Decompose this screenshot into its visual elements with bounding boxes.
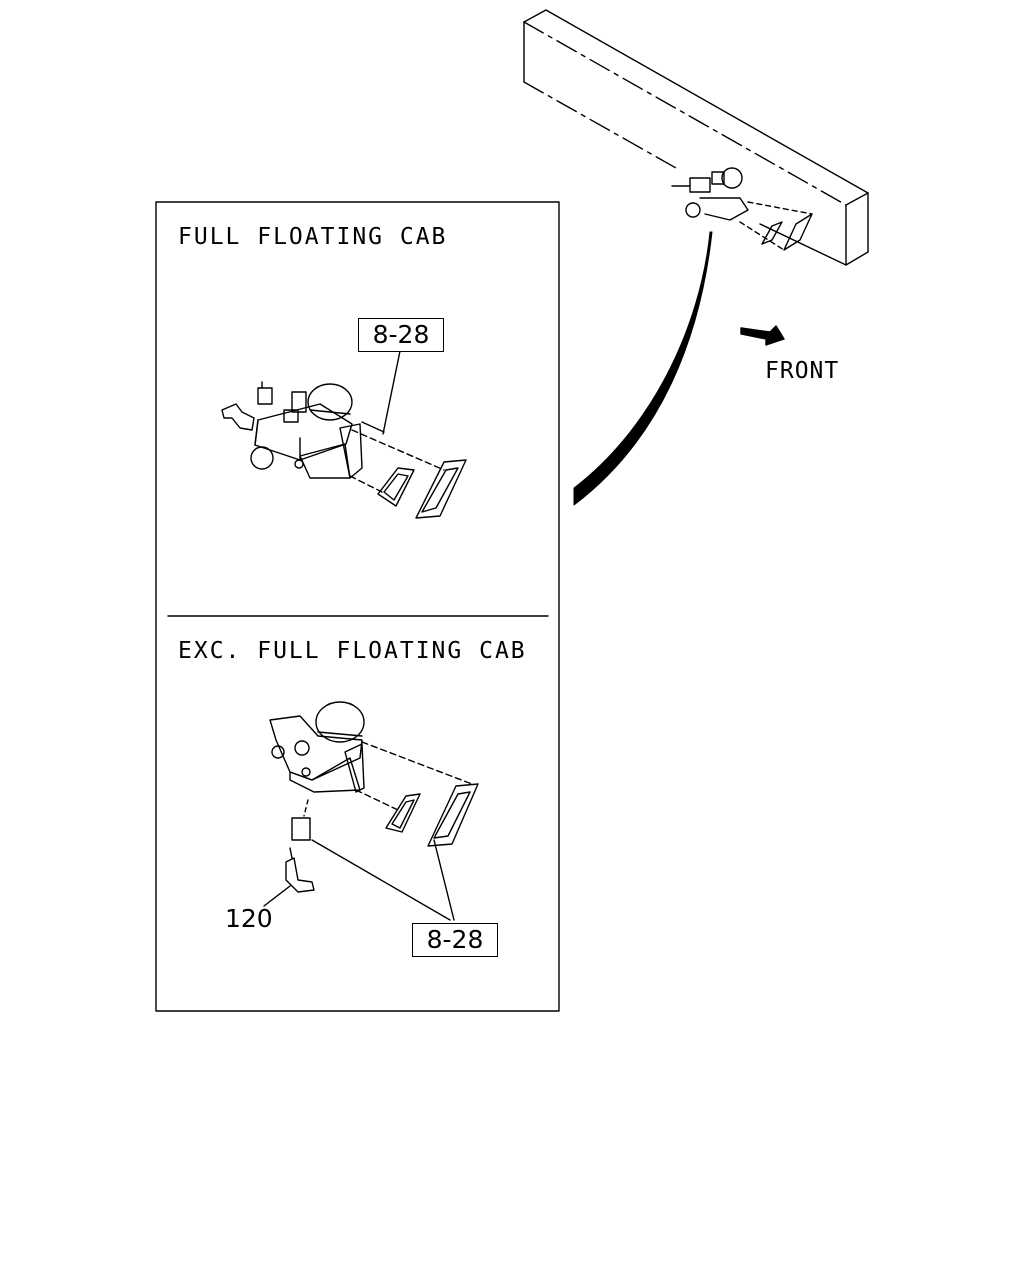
valve-assembly-full-floating [221, 381, 467, 519]
panel-heading-full-floating: FULL FLOATING CAB [178, 224, 448, 250]
part-number-120: 120 [225, 904, 273, 933]
detail-box [155, 201, 560, 1012]
detail-pointer-curve [573, 231, 713, 506]
frame-rail [523, 9, 869, 266]
valve-assembly-exc-full-floating [269, 701, 479, 893]
leader-line-bottom-b [433, 839, 455, 921]
leader-line-bottom-a [311, 839, 451, 921]
leader-line-120 [263, 885, 291, 907]
ref-label-8-28-bottom: 8-28 [412, 923, 498, 957]
panel-heading-exc-full-floating: EXC. FULL FLOATING CAB [178, 638, 527, 664]
valve-assembly-small [671, 167, 813, 251]
leader-line-top [382, 350, 401, 435]
front-direction-label: FRONT [765, 358, 840, 384]
ref-label-8-28-top: 8-28 [358, 318, 444, 352]
front-arrow-icon [740, 325, 785, 346]
